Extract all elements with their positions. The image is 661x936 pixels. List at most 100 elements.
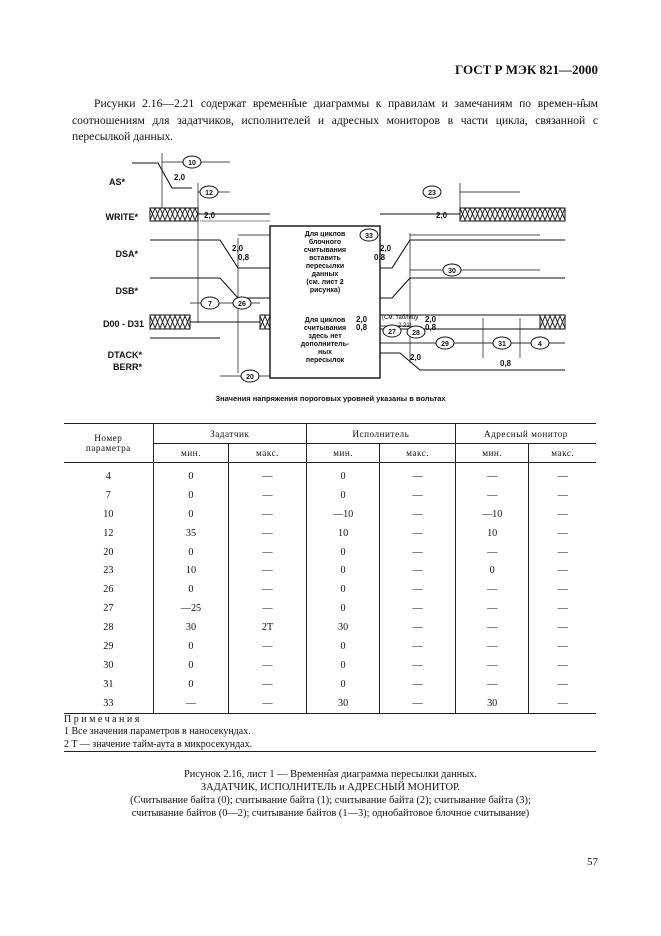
param-31: 31 [498, 341, 506, 348]
param-26: 26 [238, 301, 246, 308]
value-cell: 0 [152, 580, 229, 600]
value-cell: — [454, 462, 529, 486]
value-cell: 35 [152, 523, 229, 543]
data-hatched-right [539, 314, 566, 330]
level-data-20-right: 2,0 [425, 315, 437, 324]
table-row: 27—25—0——— [64, 599, 596, 619]
timing-diagram: AS* WRITE* DSA* DSB* D00 - D31 DTACK* BE… [80, 148, 580, 388]
sub-header-max: макс. [379, 443, 456, 463]
as-waveform [132, 162, 192, 189]
param-4: 4 [538, 341, 542, 348]
value-cell: 0 [152, 674, 229, 694]
figure-caption-line1: Рисунок 2.16, лист 1 — Временн̂ая диагра… [184, 769, 477, 780]
value-cell: — [528, 618, 596, 638]
value-cell: 0 [305, 485, 380, 505]
level-dtack-20: 2,0 [410, 353, 422, 362]
value-cell: — [228, 693, 307, 714]
box1-line8: рисунка) [310, 287, 340, 294]
value-cell: — [228, 599, 307, 619]
sub-header-max: макс. [528, 443, 596, 463]
figure-caption-line3: (Считывание байта (0); считывание байта … [130, 795, 531, 806]
level-dsa-20: 2,0 [232, 244, 244, 253]
value-cell: — [228, 580, 307, 600]
value-cell: 0 [305, 561, 380, 581]
box2-line5: ных [318, 349, 332, 356]
write-hatched-left [149, 207, 199, 222]
value-cell: — [528, 561, 596, 581]
level-data-08: 0,8 [356, 323, 368, 332]
value-cell: 0 [305, 462, 380, 486]
value-cell: — [228, 674, 307, 694]
level-data-20: 2,0 [356, 315, 368, 324]
signal-label-data: D00 - D31 [103, 319, 144, 329]
note-2: 2 T — значение тайм-аута в микросекундах… [64, 738, 253, 750]
level-dsa-08: 0,8 [238, 253, 250, 262]
value-cell: 0 [305, 542, 380, 562]
value-cell: 0 [152, 462, 229, 486]
box2-line4: дополнитель- [301, 341, 350, 348]
value-cell: — [379, 618, 456, 638]
value-cell: 10 [152, 561, 229, 581]
param-number-cell: 23 [103, 565, 114, 577]
notes-title: Примечания [64, 713, 142, 725]
value-cell: 0 [305, 599, 380, 619]
value-cell: 0 [305, 637, 380, 656]
level-write-20-right: 2,0 [436, 211, 448, 220]
level-dsa-20-right: 2,0 [380, 244, 392, 253]
table-row: 33——30—30— [64, 693, 596, 714]
value-cell: — [228, 655, 307, 675]
figure-caption-line4: считывание байтов (0—2); считывание байт… [131, 808, 530, 819]
group-header-slave: Исполнитель [305, 423, 456, 444]
group-header-master: Задатчик [152, 423, 307, 444]
value-cell: 30 [305, 693, 380, 714]
block-transfer-box [269, 225, 381, 379]
value-cell: —25 [152, 599, 229, 619]
value-cell: — [228, 523, 307, 543]
param-23: 23 [428, 190, 436, 197]
value-cell: — [528, 542, 596, 562]
page-number: 57 [587, 856, 598, 868]
figure-caption: Рисунок 2.16, лист 1 — Временн̂ая диагра… [0, 768, 661, 820]
value-cell: — [379, 561, 456, 581]
value-cell: 0 [454, 561, 529, 581]
value-cell: — [454, 599, 529, 619]
box2-line2: считывания [304, 325, 346, 332]
value-cell: — [379, 655, 456, 675]
value-cell: — [454, 485, 529, 505]
param-28: 28 [412, 330, 420, 337]
level-as-20: 2,0 [174, 173, 186, 182]
value-cell: — [379, 580, 456, 600]
param-27: 27 [388, 329, 396, 336]
param-10: 10 [188, 160, 196, 167]
value-cell: — [454, 618, 529, 638]
value-cell: — [454, 580, 529, 600]
param-number-cell: 27 [103, 603, 114, 615]
sub-header-min: мин. [305, 443, 380, 463]
param-7: 7 [208, 301, 212, 308]
value-cell: 30 [305, 618, 380, 638]
value-cell: — [528, 674, 596, 694]
value-cell: — [379, 523, 456, 543]
box2-line3: здесь нет [308, 333, 342, 340]
write-hatched-right [459, 207, 566, 222]
value-cell: — [379, 693, 456, 714]
param-number-cell: 12 [103, 527, 114, 539]
value-cell: — [528, 693, 596, 714]
value-cell: — [454, 637, 529, 656]
param-number-cell: 31 [103, 678, 114, 690]
note-1: 1 Все значения параметров в наносекундах… [64, 726, 251, 738]
sub-header-min: мин. [152, 443, 229, 463]
level-dtack-08: 0,8 [500, 359, 512, 368]
value-cell: 30 [454, 693, 529, 714]
table-ref-line1: (См. таблицу [382, 315, 418, 321]
param-20: 20 [246, 374, 254, 381]
param-number-cell: 10 [103, 508, 114, 520]
value-cell: 0 [305, 580, 380, 600]
